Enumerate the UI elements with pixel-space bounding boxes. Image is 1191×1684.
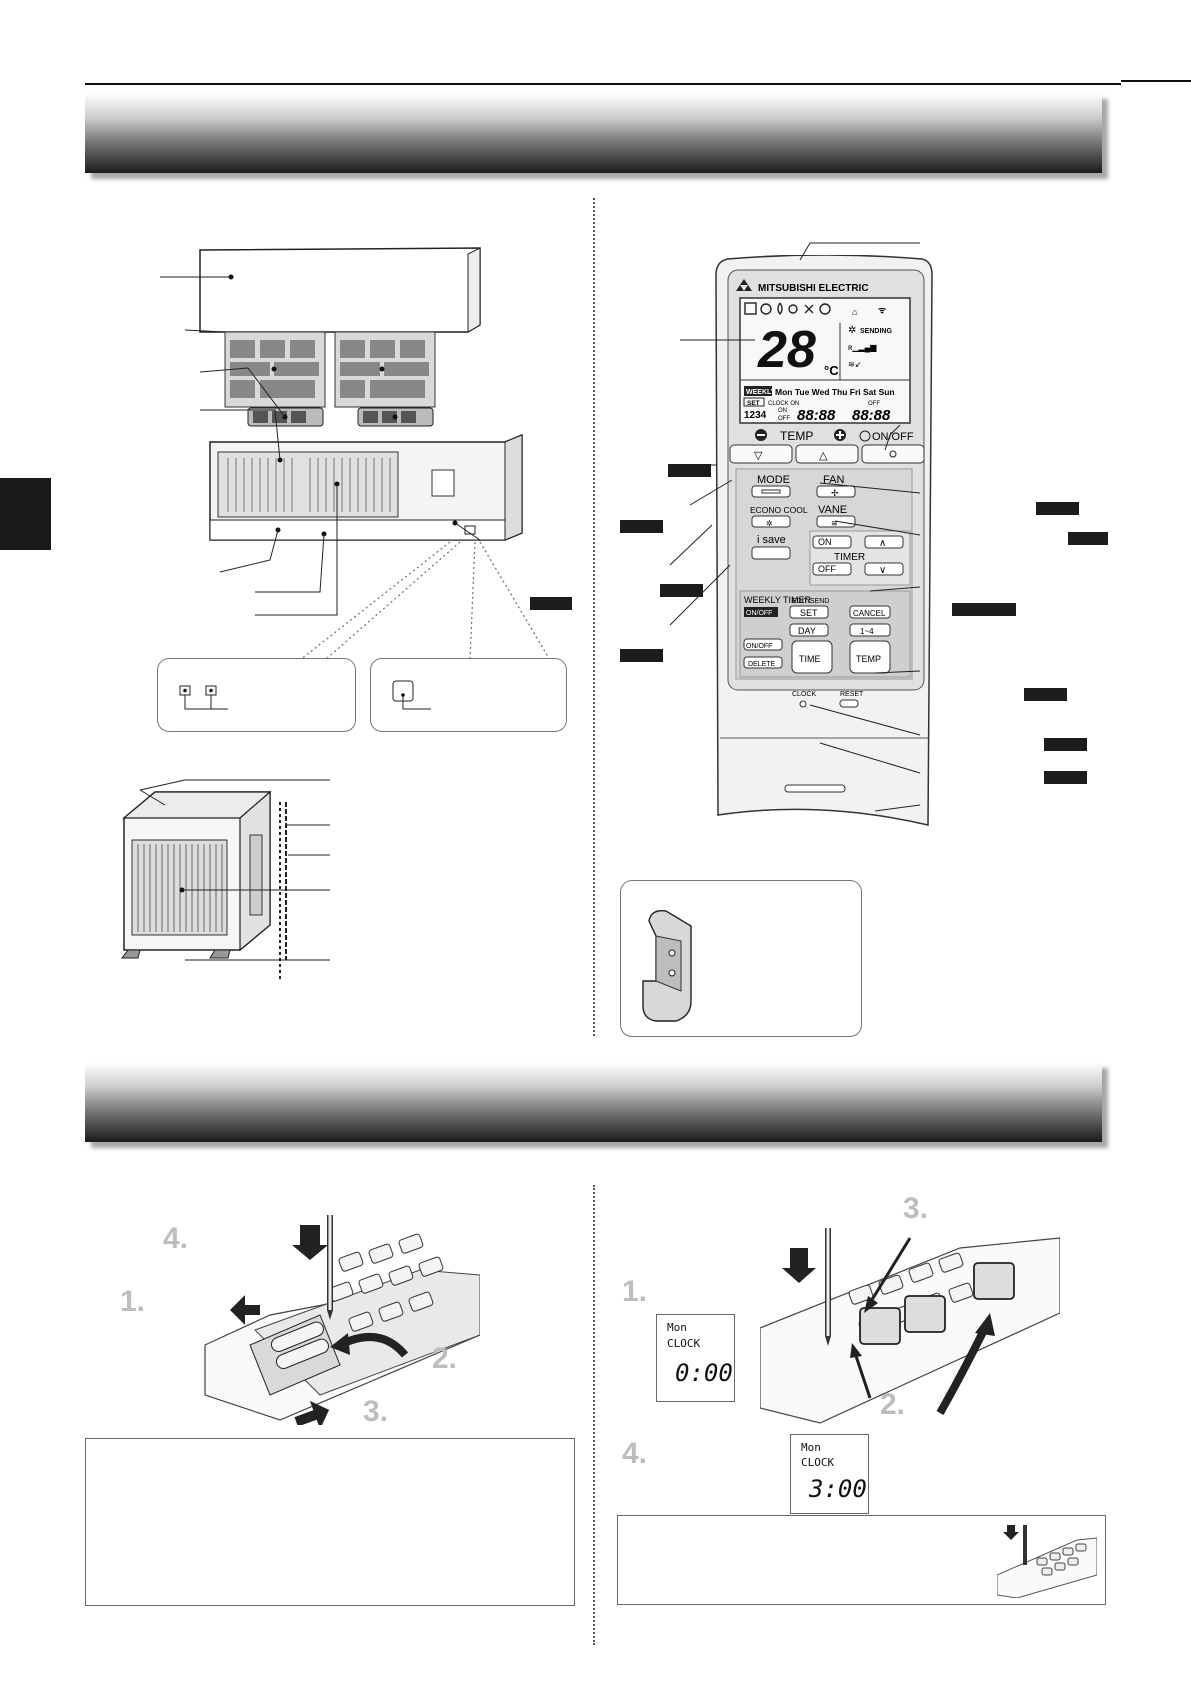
clock-lcd-set: Mon CLOCK 3:00 — [790, 1434, 869, 1514]
lcd-on: ON — [778, 408, 787, 414]
label-tag-mode — [668, 464, 711, 477]
label-tag-timer — [952, 603, 1016, 616]
clock-step-2: 2. — [880, 1388, 906, 1421]
label-tag-econo — [620, 520, 663, 533]
label-tag-indoor — [530, 597, 572, 610]
lcd-off2: OFF — [778, 416, 790, 422]
svg-text:✲: ✲ — [848, 325, 856, 336]
mode-label: MODE — [757, 474, 790, 486]
onoff-small-label: ON/OFF — [746, 643, 772, 650]
svg-text:✢: ✢ — [831, 488, 839, 498]
label-tag-time — [1024, 688, 1067, 701]
svg-text:▽: ▽ — [754, 450, 763, 462]
clock-note-box — [617, 1515, 1106, 1605]
label-tag-vane — [1068, 532, 1108, 545]
outdoor-unit-leaders — [139, 779, 330, 961]
weekly-timer-label: WEEKLY TIMER — [744, 595, 812, 605]
brand-text: MITSUBISHI ELECTRIC — [758, 283, 869, 294]
lcd1-clock: CLOCK — [667, 1337, 701, 1350]
column-divider-bottom — [593, 1185, 595, 1645]
battery-note-box — [85, 1438, 575, 1606]
battery-step-1: 1. — [120, 1285, 146, 1318]
lcd-off: OFF — [868, 401, 880, 407]
svg-text:⌂: ⌂ — [852, 307, 857, 317]
reset-label: RESET — [840, 691, 864, 698]
svg-text:△: △ — [819, 450, 828, 462]
chapter-tab — [0, 478, 51, 550]
lcd2-day: Mon — [801, 1441, 821, 1454]
econo-label: ECONO COOL — [750, 505, 808, 515]
lcd-temperature: 28 — [757, 321, 816, 379]
battery-step-3: 3. — [363, 1395, 389, 1428]
callout-box-receiver — [370, 658, 567, 732]
clock-label: CLOCK — [792, 691, 816, 698]
temp-btn-label: TEMP — [856, 654, 881, 664]
cancel-label: CANCEL — [853, 609, 886, 618]
clock-step-1: 1. — [622, 1275, 648, 1308]
isave-label: i save — [757, 534, 786, 546]
lcd-weekly: WEEKLY — [746, 389, 776, 396]
svg-text:∨: ∨ — [879, 565, 886, 576]
clock-set-illustration — [760, 1228, 1060, 1424]
column-divider-top — [593, 198, 595, 1036]
svg-text:ᯤ: ᯤ — [878, 305, 886, 315]
label-tag-reset — [1044, 738, 1087, 751]
weekly-onoff-label: ON/OFF — [746, 610, 772, 617]
label-tag-clock — [1044, 771, 1087, 784]
battery-step-2: 2. — [432, 1342, 458, 1375]
top-rule — [85, 83, 1121, 85]
lcd-time1: 88:88 — [797, 407, 836, 424]
clock-step-4: 4. — [622, 1437, 648, 1470]
clock-step-3: 3. — [903, 1192, 929, 1225]
onoff-label: ON/OFF — [872, 431, 914, 443]
timer-off-label: OFF — [818, 564, 836, 574]
label-tag-weekly — [620, 649, 663, 662]
lcd1-day: Mon — [667, 1321, 687, 1334]
lcd-unit: °C — [824, 363, 839, 378]
svg-text:✲: ✲ — [766, 519, 773, 528]
svg-text:ʀ▁▂▄▆: ʀ▁▂▄▆ — [848, 343, 877, 353]
section-banner-top — [85, 93, 1102, 173]
timer-on-label: ON — [818, 537, 832, 547]
top-rule-extension — [1121, 80, 1191, 82]
callout-box-lamps — [157, 658, 356, 732]
svg-text:≋↙: ≋↙ — [848, 360, 861, 369]
svg-text:≋: ≋ — [831, 519, 838, 528]
lcd-days: Mon Tue Wed Thu Fri Sat Sun — [775, 387, 895, 397]
indoor-unit-illustration — [199, 247, 523, 541]
battery-step-4: 4. — [163, 1222, 189, 1255]
delete-label: DELETE — [748, 661, 776, 668]
outdoor-unit-illustration — [121, 790, 287, 980]
range-label: 1~4 — [860, 627, 874, 636]
time-label: TIME — [799, 654, 821, 664]
remote-holder-illustration — [642, 910, 692, 1022]
vane-label: VANE — [818, 504, 847, 516]
indoor-unit-leaders — [160, 276, 481, 616]
battery-install-illustration — [204, 1215, 480, 1425]
timer-label: TIMER — [834, 552, 865, 563]
editsend-label: EDIT/SEND — [792, 598, 829, 605]
label-tag-fan — [1036, 502, 1079, 515]
lcd-time2: 88:88 — [852, 407, 891, 424]
lcd1-time: 0:00 — [675, 1359, 733, 1387]
remote-controller: MITSUBISHI ELECTRIC ⌂ ᯤ 28 °C SENDING ✲ … — [715, 255, 933, 826]
callout-dotted-lines — [299, 541, 550, 661]
fan-label: FAN — [823, 474, 844, 486]
label-tag-isave — [660, 584, 703, 597]
remote-holder-box — [620, 880, 862, 1037]
svg-text:∧: ∧ — [879, 538, 886, 549]
remote-leaders — [669, 242, 921, 812]
lcd-clock-on: CLOCK ON — [768, 401, 799, 407]
reset-hint-illustration — [997, 1525, 1097, 1598]
section-banner-bottom — [85, 1062, 1102, 1142]
set-label: SET — [800, 608, 818, 618]
lcd2-time: 3:00 — [809, 1475, 867, 1503]
day-label: DAY — [798, 626, 816, 636]
lcd-1234: 1234 — [744, 410, 767, 421]
lcd2-clock: CLOCK — [801, 1456, 835, 1469]
lcd-set: SET — [747, 400, 760, 407]
clock-lcd-blinking: Mon CLOCK 0:00 — [656, 1314, 735, 1402]
lcd-sending: SENDING — [860, 328, 892, 335]
temp-label: TEMP — [780, 429, 813, 443]
